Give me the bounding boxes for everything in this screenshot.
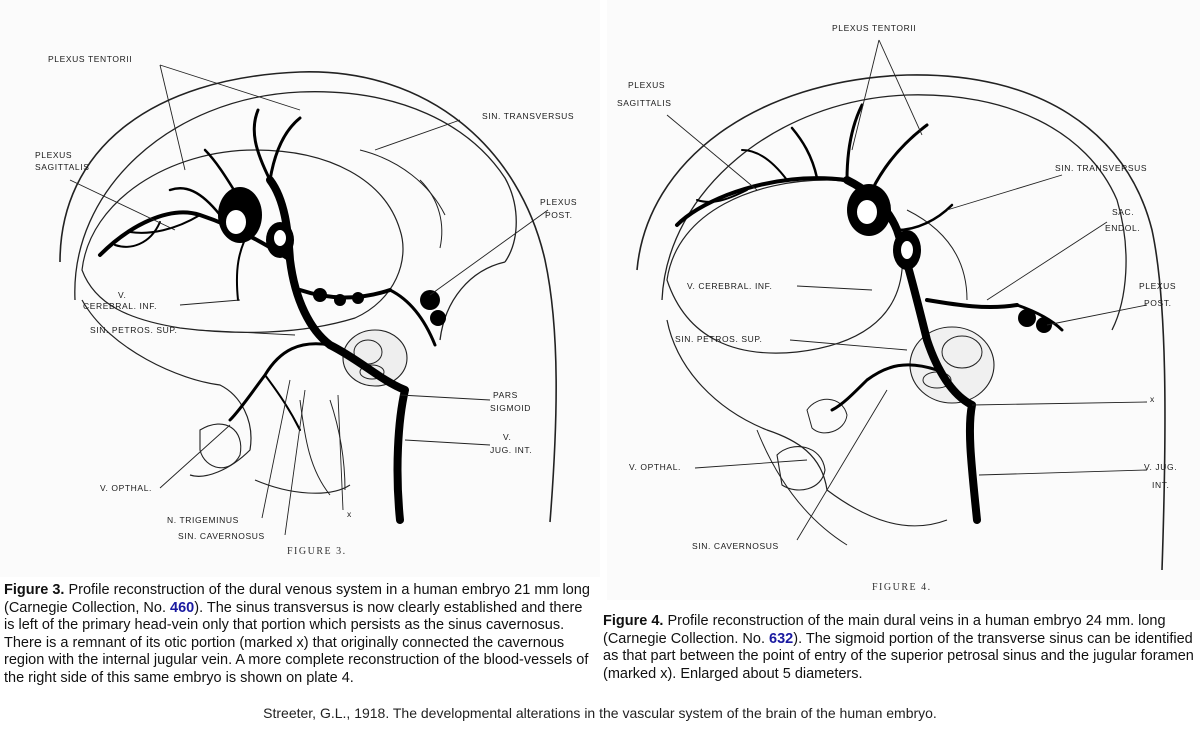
- f4-plexus-post-label-2: POST.: [1144, 298, 1172, 308]
- f3-pars-sigmoid-label-2: SIGMOID: [490, 403, 531, 413]
- f3-v-jug-int-label-2: JUG. INT.: [490, 445, 532, 455]
- source-citation: Streeter, G.L., 1918. The developmental …: [263, 705, 937, 721]
- figure-3-caption-title: Figure 3.: [4, 582, 65, 598]
- f4-sin-cavernosus-label: SIN. CAVERNOSUS: [692, 541, 779, 551]
- figure-3-illustration: PLEXUS TENTORII PLEXUS SAGITTALIS SIN. T…: [0, 0, 600, 577]
- f3-sin-transversus-label: SIN. TRANSVERSUS: [482, 111, 574, 121]
- figure-4-caption-text-b: ). The sigmoid portion of the transverse…: [603, 630, 1194, 682]
- f3-x-mark: x: [347, 509, 352, 519]
- f3-v-jug-int-label-1: V.: [503, 432, 511, 442]
- f3-v-cerebral-inf-label-2: CEREBRAL. INF.: [83, 301, 157, 311]
- f4-figure-number: FIGURE 4.: [872, 582, 932, 593]
- figure-4-illustration: PLEXUS TENTORII PLEXUS SAGITTALIS SIN. T…: [607, 0, 1200, 600]
- f4-sin-transversus-label: SIN. TRANSVERSUS: [1055, 163, 1147, 173]
- figure-4-caption-title: Figure 4.: [603, 613, 664, 629]
- f3-n-trigeminus-label: N. TRIGEMINUS: [167, 515, 239, 525]
- f4-x-mark: x: [1150, 394, 1155, 404]
- f3-v-opthal-label: V. OPTHAL.: [100, 483, 152, 493]
- f4-plexus-sagittalis-label-2: SAGITTALIS: [617, 98, 672, 108]
- f3-figure-number: FIGURE 3.: [287, 546, 347, 557]
- f3-plexus-tentorii-label: PLEXUS TENTORII: [48, 54, 132, 64]
- f4-sin-petros-sup-label: SIN. PETROS. SUP.: [675, 334, 763, 344]
- figure-3-caption-text-a: Profile reconstruction of the dural veno…: [4, 582, 590, 616]
- f4-sac-endol-label-2: ENDOL.: [1105, 223, 1140, 233]
- f4-v-jug-int-label-1: V. JUG.: [1144, 462, 1177, 472]
- figure-3-drawing: PLEXUS TENTORII PLEXUS SAGITTALIS SIN. T…: [0, 0, 600, 577]
- f3-v-cerebral-inf-label-1: V.: [118, 290, 126, 300]
- f4-v-opthal-label: V. OPTHAL.: [629, 462, 681, 472]
- f4-v-cerebral-inf-label: V. CEREBRAL. INF.: [687, 281, 772, 291]
- figure-4-drawing: PLEXUS TENTORII PLEXUS SAGITTALIS SIN. T…: [607, 0, 1200, 600]
- f4-sac-endol-label-1: SAC.: [1112, 207, 1134, 217]
- f4-plexus-sagittalis-label-1: PLEXUS: [628, 80, 665, 90]
- f3-plexus-post-label-1: PLEXUS: [540, 197, 577, 207]
- f4-plexus-tentorii-label: PLEXUS TENTORII: [832, 23, 916, 33]
- figure-4-caption-text-a: Profile reconstruction of the main dural…: [603, 613, 1166, 647]
- f3-pars-sigmoid-label-1: PARS: [493, 390, 518, 400]
- f3-plexus-sagittalis-label-2: SAGITTALIS: [35, 162, 90, 172]
- f3-plexus-sagittalis-label-1: PLEXUS: [35, 150, 72, 160]
- figure-4-caption: Figure 4. Profile reconstruction of the …: [603, 613, 1197, 683]
- figure-4-collection-number: 632: [769, 630, 794, 647]
- f3-plexus-post-label-2: POST.: [545, 210, 573, 220]
- f4-v-jug-int-label-2: INT.: [1152, 480, 1170, 490]
- figure-3-caption-text-b: ). The sinus transversus is now clearly …: [4, 599, 589, 686]
- f3-sin-cavernosus-label: SIN. CAVERNOSUS: [178, 531, 265, 541]
- f3-sin-petros-sup-label: SIN. PETROS. SUP.: [90, 325, 178, 335]
- figure-3-collection-number: 460: [170, 599, 195, 616]
- f4-plexus-post-label-1: PLEXUS: [1139, 281, 1176, 291]
- figure-3-caption: Figure 3. Profile reconstruction of the …: [4, 582, 596, 687]
